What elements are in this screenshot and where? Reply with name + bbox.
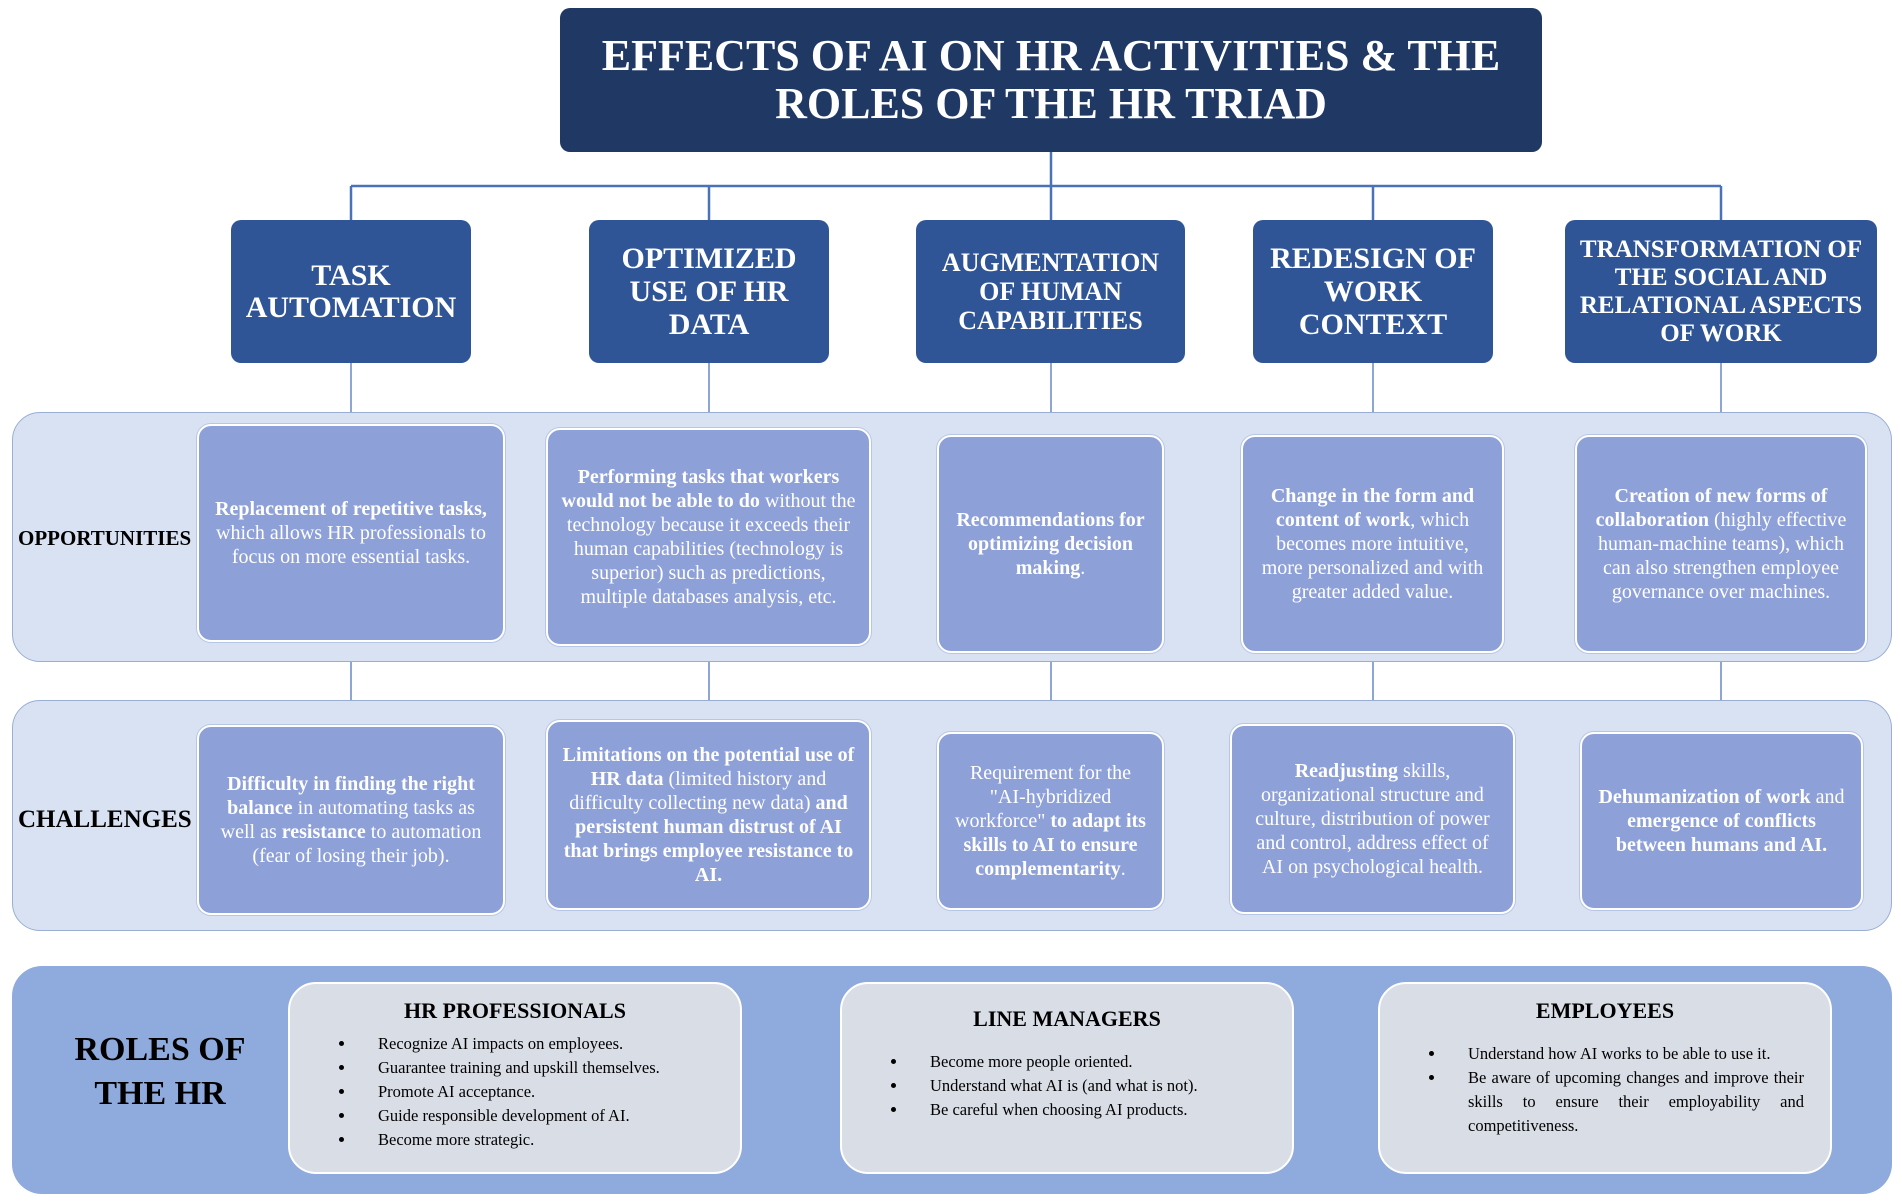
category-task-automation: TASK AUTOMATION: [231, 220, 471, 363]
opportunity-bold: Replacement of repetitive tasks,: [215, 498, 487, 520]
challenge-bold: resistance: [281, 821, 366, 843]
opportunity-text: without the technology because it exceed…: [566, 490, 856, 608]
challenge-text: and: [1810, 786, 1845, 808]
category-label: REDESIGN OF WORK CONTEXT: [1270, 242, 1476, 341]
role-item: Guarantee training and upskill themselve…: [356, 1056, 714, 1080]
opportunity-text: .: [1080, 557, 1086, 579]
opportunity-cell: Creation of new forms of collaboration (…: [1575, 435, 1867, 653]
challenges-label: CHALLENGES: [18, 806, 192, 833]
role-box-line-managers: LINE MANAGERS Become more people oriente…: [840, 982, 1294, 1174]
roles-label: ROLES OF THE HR: [74, 1031, 246, 1112]
category-label: OPTIMIZED USE OF HR DATA: [621, 242, 797, 341]
challenge-bold: and persistent human distrust of AI that…: [563, 792, 854, 886]
challenge-bold: to adapt its skills to AI to ensure comp…: [963, 810, 1146, 880]
role-item: Become more strategic.: [356, 1128, 714, 1152]
category-label: AUGMENTATION OF HUMAN CAPABILITIES: [941, 248, 1160, 335]
category-label: TRANSFORMATION OF THE SOCIAL AND RELATIO…: [1579, 235, 1863, 347]
role-list: Understand how AI works to be able to us…: [1406, 1042, 1804, 1138]
challenge-text: to automation (fear of losing their job)…: [252, 821, 482, 867]
role-title: HR PROFESSIONALS: [404, 998, 626, 1023]
category-social-transformation: TRANSFORMATION OF THE SOCIAL AND RELATIO…: [1565, 220, 1877, 363]
category-label: TASK AUTOMATION: [245, 258, 457, 324]
role-item: Be aware of upcoming changes and improve…: [1446, 1066, 1804, 1138]
challenge-text: in automating tasks as well as: [220, 797, 475, 843]
role-item: Guide responsible development of AI.: [356, 1104, 714, 1128]
challenge-cell: Difficulty in finding the right balance …: [197, 725, 505, 915]
opportunity-cell: Recommendations for optimizing decision …: [937, 435, 1164, 653]
challenge-text: .: [1120, 858, 1126, 880]
challenge-cell: Dehumanization of work and emergence of …: [1580, 732, 1863, 910]
role-list: Become more people oriented. Understand …: [868, 1050, 1266, 1122]
challenge-cell: Limitations on the potential use of HR d…: [546, 720, 871, 910]
role-item: Become more people oriented.: [908, 1050, 1266, 1074]
role-title: LINE MANAGERS: [973, 1006, 1161, 1031]
opportunities-label: OPPORTUNITIES: [18, 526, 192, 550]
diagram-title: EFFECTS OF AI ON HR ACTIVITIES & THE ROL…: [560, 8, 1542, 152]
challenge-bold: Difficulty in finding the right balance: [227, 773, 475, 819]
role-item: Understand how AI works to be able to us…: [1446, 1042, 1804, 1066]
role-item: Be careful when choosing AI products.: [908, 1098, 1266, 1122]
opportunity-bold: Change in the form and content of work: [1270, 485, 1475, 531]
role-title: EMPLOYEES: [1535, 998, 1675, 1023]
role-item: Understand what AI is (and what is not).: [908, 1074, 1266, 1098]
category-augmentation: AUGMENTATION OF HUMAN CAPABILITIES: [916, 220, 1185, 363]
category-optimized-hr-data: OPTIMIZED USE OF HR DATA: [589, 220, 829, 363]
diagram-title-text: EFFECTS OF AI ON HR ACTIVITIES & THE ROL…: [601, 31, 1501, 128]
role-box-hr-professionals: HR PROFESSIONALS Recognize AI impacts on…: [288, 982, 742, 1174]
challenge-bold: Dehumanization of work: [1598, 786, 1811, 808]
opportunity-text: , which becomes more intuitive, more per…: [1261, 509, 1484, 603]
role-item: Recognize AI impacts on employees.: [356, 1032, 714, 1056]
challenge-bold: Readjusting: [1294, 760, 1399, 782]
challenge-cell: Requirement for the "AI-hybridized workf…: [937, 732, 1164, 910]
opportunity-bold: Creation of new forms of collaboration: [1595, 485, 1828, 531]
role-list: Recognize AI impacts on employees. Guara…: [316, 1032, 714, 1152]
category-redesign-work-context: REDESIGN OF WORK CONTEXT: [1253, 220, 1493, 363]
opportunity-text: (highly effective human-machine teams), …: [1597, 509, 1847, 603]
opportunity-cell: Performing tasks that workers would not …: [546, 428, 871, 646]
challenge-text: skills, organizational structure and cul…: [1255, 760, 1490, 878]
opportunity-text: which allows HR professionals to focus o…: [216, 522, 486, 568]
challenge-bold: Limitations on the potential use of HR d…: [562, 744, 855, 790]
opportunity-cell: Change in the form and content of work, …: [1241, 435, 1504, 653]
challenge-bold: emergence of conflicts between humans an…: [1615, 810, 1828, 856]
challenge-cell: Readjusting skills, organizational struc…: [1230, 724, 1515, 914]
challenge-text: Requirement for the "AI-hybridized workf…: [955, 762, 1132, 832]
opportunity-bold: Performing tasks that workers would not …: [561, 466, 840, 512]
opportunity-cell: Replacement of repetitive tasks, which a…: [197, 424, 505, 642]
role-item: Promote AI acceptance.: [356, 1080, 714, 1104]
role-box-employees: EMPLOYEES Understand how AI works to be …: [1378, 982, 1832, 1174]
opportunity-bold: Recommendations for optimizing decision …: [956, 509, 1145, 579]
challenge-text: (limited history and difficulty collecti…: [569, 768, 827, 814]
